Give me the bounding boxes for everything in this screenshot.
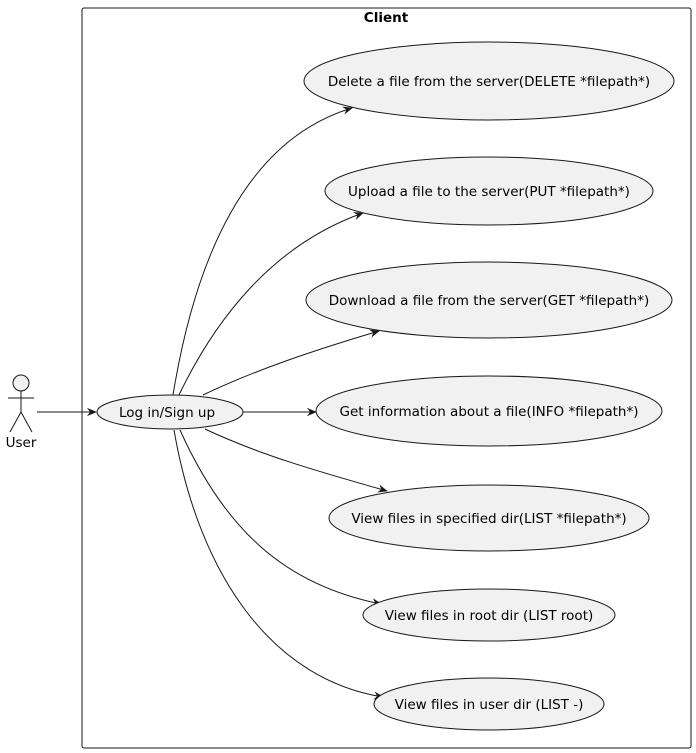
- use-case-label: Get information about a file(INFO *filep…: [340, 404, 639, 420]
- use-case-info: Get information about a file(INFO *filep…: [315, 375, 663, 447]
- use-case-delete: Delete a file from the server(DELETE *fi…: [303, 41, 675, 121]
- use-case-list-dir: View files in specified dir(LIST *filepa…: [328, 484, 650, 552]
- system-boundary-client: Client: [81, 7, 692, 749]
- edge-login-to-list-dir: [204, 428, 388, 493]
- use-case-label: Upload a file to the server(PUT *filepat…: [348, 184, 630, 200]
- relations: [37, 106, 388, 700]
- edge-login-to-upload: [178, 212, 364, 396]
- edge-login-to-list-user: [173, 429, 384, 700]
- use-case-upload: Upload a file to the server(PUT *filepat…: [324, 156, 654, 226]
- system-boundary-title: Client: [364, 10, 409, 26]
- use-case-list-root: View files in root dir (LIST root): [362, 588, 616, 642]
- use-case-download: Download a file from the server(GET *fil…: [305, 261, 673, 339]
- edge-login-to-delete: [172, 106, 353, 396]
- use-case-label: Download a file from the server(GET *fil…: [329, 293, 650, 309]
- actor-user: User: [6, 374, 37, 451]
- use-case-label: View files in user dir (LIST -): [395, 697, 584, 713]
- use-case-login: Log in/Sign up: [96, 394, 244, 430]
- use-case-list-user: View files in user dir (LIST -): [373, 677, 605, 731]
- edge-login-to-list-root: [179, 429, 382, 607]
- actor-label: User: [6, 435, 37, 451]
- use-case-label: View files in root dir (LIST root): [385, 608, 594, 624]
- edge-login-to-download: [202, 329, 380, 396]
- use-case-label: Log in/Sign up: [119, 405, 215, 421]
- use-case-label: Delete a file from the server(DELETE *fi…: [328, 74, 650, 90]
- use-case-label: View files in specified dir(LIST *filepa…: [351, 511, 626, 527]
